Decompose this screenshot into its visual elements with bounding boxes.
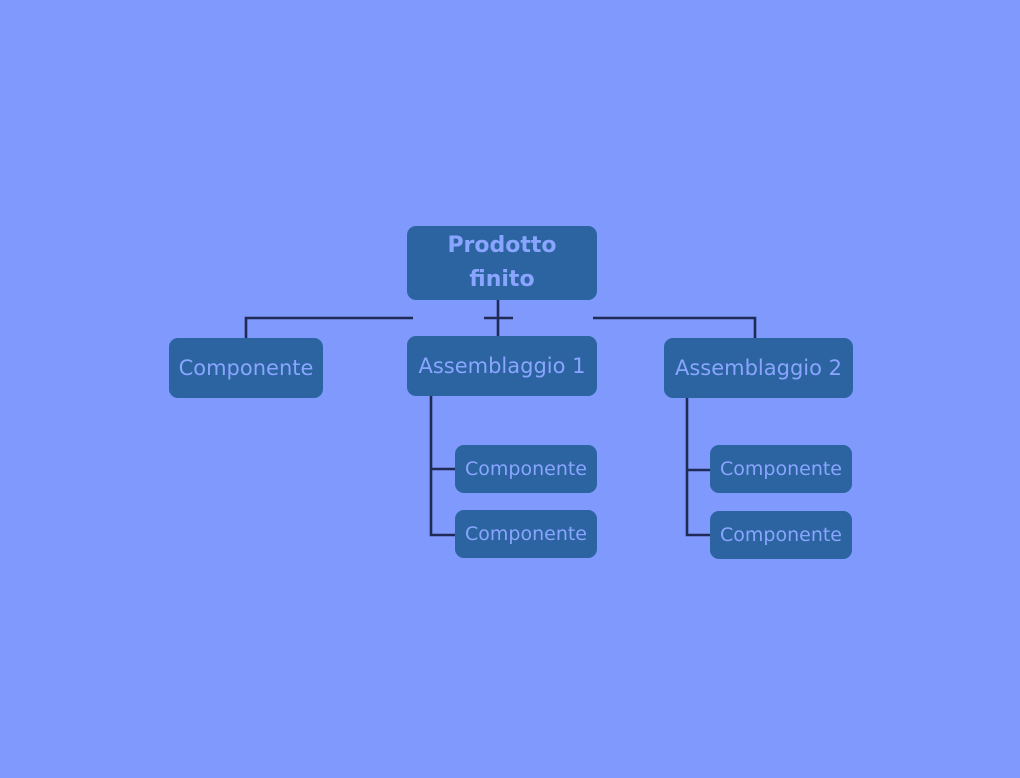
connector-assembly-2-trunk: [685, 398, 710, 537]
node-assembly-2-component-1[interactable]: Componente: [710, 445, 852, 493]
connector-group: [244, 300, 757, 537]
node-assembly-1-component-1-label: Componente: [465, 457, 587, 480]
node-component-left-label: Componente: [178, 355, 314, 380]
node-assembly-2[interactable]: Assemblaggio 2: [664, 338, 853, 398]
connector-root-to-assembly-2: [593, 316, 757, 338]
connector-assembly-1-trunk: [429, 396, 455, 537]
node-component-left[interactable]: Componente: [169, 338, 323, 398]
node-finished-product-label: Prodotto finito: [447, 232, 557, 292]
node-assembly-1-label: Assemblaggio 1: [418, 353, 586, 378]
node-assembly-1-component-1[interactable]: Componente: [455, 445, 597, 493]
node-assembly-1-component-2[interactable]: Componente: [455, 510, 597, 558]
connector-root-to-component: [244, 316, 413, 338]
node-assembly-1[interactable]: Assemblaggio 1: [407, 336, 597, 396]
node-assembly-2-component-2[interactable]: Componente: [710, 511, 852, 559]
node-assembly-2-component-2-label: Componente: [720, 523, 842, 546]
node-assembly-2-component-1-label: Componente: [720, 457, 842, 480]
node-assembly-1-component-2-label: Componente: [465, 522, 587, 545]
node-assembly-2-label: Assemblaggio 2: [674, 355, 843, 380]
node-finished-product[interactable]: Prodotto finito: [407, 226, 597, 300]
